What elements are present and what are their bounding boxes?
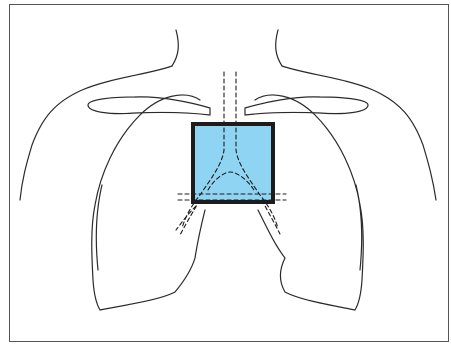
left-bronchus-branch-1 (180, 200, 200, 235)
right-shoulder-outline (282, 66, 436, 200)
right-clavicle (245, 97, 368, 115)
left-shoulder-outline (20, 66, 172, 200)
neck-left-outline (172, 30, 178, 66)
neck-right-outline (276, 30, 282, 66)
left-clavicle (88, 97, 210, 115)
right-rib-contour (356, 185, 362, 270)
highlight-square (193, 124, 273, 202)
left-rib-contour (96, 185, 102, 270)
right-bronchus-branch (262, 200, 280, 234)
left-lung-outline (92, 95, 205, 310)
